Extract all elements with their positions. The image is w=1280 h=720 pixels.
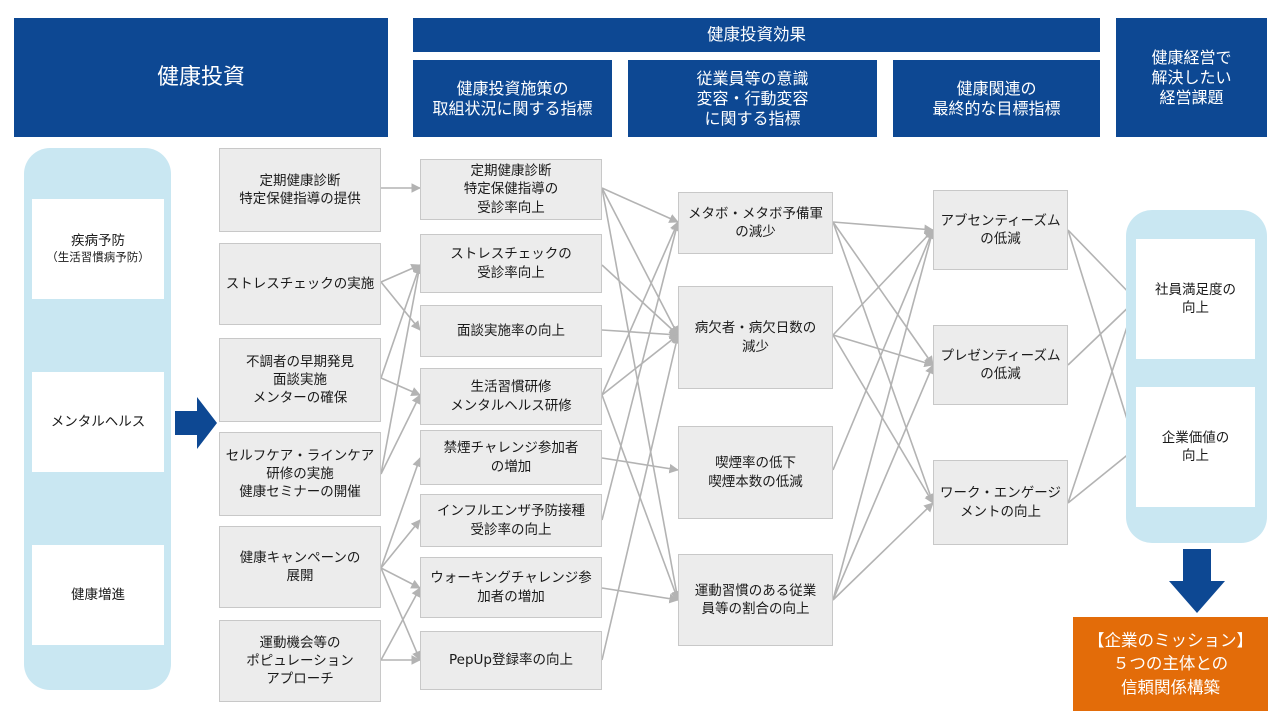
corporate-mission: 【企業のミッション】 ５つの主体との 信頼関係構築: [1073, 617, 1268, 711]
goal-work-engagement: ワーク・エンゲージ メントの向上: [933, 460, 1068, 545]
category-disease-prevention-label: 疾病予防: [71, 233, 125, 250]
behavior-smoking-reduction: 喫煙率の低下 喫煙本数の低減: [678, 426, 833, 519]
issue-employee-satisfaction: 社員満足度の 向上: [1136, 239, 1255, 359]
indicator-lifestyle-training: 生活習慣研修 メンタルヘルス研修: [420, 368, 602, 425]
connector-arrow: [601, 221, 679, 396]
indicator-walking-challenge: ウォーキングチャレンジ参 加者の増加: [420, 557, 602, 618]
connector-arrow: [832, 229, 936, 601]
connector-arrow: [601, 334, 679, 396]
issue-corporate-value: 企業価値の 向上: [1136, 387, 1255, 507]
connector-arrow: [601, 187, 682, 601]
measure-selfcare-training: セルフケア・ラインケア 研修の実施 健康セミナーの開催: [219, 432, 381, 516]
connector-arrow: [832, 502, 934, 601]
goal-presenteeism: プレゼンティーズム の低減: [933, 325, 1068, 405]
connector-arrow: [1067, 229, 1139, 449]
connector-arrow: [380, 519, 421, 569]
indicator-pepup-registration: PepUp登録率の向上: [420, 631, 602, 690]
connector-arrow: [380, 281, 421, 331]
measure-exercise-approach: 運動機会等の ポピュレーション アプローチ: [219, 620, 381, 702]
connector-arrow: [1067, 299, 1138, 504]
connector-arrow: [832, 221, 935, 504]
connector-arrow: [832, 364, 935, 601]
connector-arrow: [380, 264, 421, 283]
connector-arrow: [601, 329, 679, 340]
connector-arrow: [832, 229, 934, 336]
connector-arrow: [601, 221, 681, 521]
measure-early-detection: 不調者の早期発見 面談実施 メンターの確保: [219, 338, 381, 422]
connector-arrow: [1067, 229, 1137, 301]
connector-arrow: [380, 567, 422, 661]
header-measure-indicators: 健康投資施策の 取組状況に関する指標: [413, 60, 612, 137]
down-arrow-icon: [1169, 549, 1225, 613]
measure-stress-check: ストレスチェックの実施: [219, 243, 381, 325]
category-disease-prevention-sublabel: （生活習慣病予防）: [46, 250, 150, 265]
header-management-issues: 健康経営で 解決したい 経営課題: [1116, 18, 1267, 137]
connector-arrow: [380, 587, 421, 661]
connector-arrow: [601, 187, 679, 336]
connector-arrow: [601, 587, 679, 604]
header-behavior-indicators: 従業員等の意識 変容・行動変容 に関する指標: [628, 60, 877, 137]
connector-arrow: [832, 229, 935, 471]
connector-arrow: [1067, 447, 1137, 504]
connector-arrow: [380, 264, 424, 475]
connector-arrow: [601, 457, 679, 474]
indicator-smoking-challenge: 禁煙チャレンジ参加者 の増加: [420, 430, 602, 485]
indicator-stress-check-rate: ストレスチェックの 受診率向上: [420, 234, 602, 293]
connector-arrow: [832, 221, 934, 366]
measure-health-campaign: 健康キャンペーンの 展開: [219, 526, 381, 608]
right-arrow-icon: [175, 397, 217, 449]
connector-arrow: [380, 394, 421, 475]
goal-absenteeism: アブセンティーズム の低減: [933, 190, 1068, 270]
connector-arrow: [601, 187, 679, 223]
indicator-flu-vaccination: インフルエンザ予防接種 受診率の向上: [420, 494, 602, 547]
connector-arrow: [380, 567, 421, 589]
connector-arrow: [601, 264, 679, 336]
connector-arrow: [380, 264, 422, 379]
connector-arrow: [1067, 299, 1137, 366]
indicator-checkup-rate: 定期健康診断 特定保健指導の 受診率向上: [420, 159, 602, 220]
indicator-interview-rate: 面談実施率の向上: [420, 305, 602, 357]
header-investment-effects: 健康投資効果: [413, 18, 1100, 52]
category-health-promotion: 健康増進: [32, 545, 164, 645]
category-disease-prevention: 疾病予防 （生活習慣病予防）: [32, 199, 164, 299]
category-mental-health: メンタルヘルス: [32, 372, 164, 472]
behavior-metabolic-reduction: メタボ・メタボ予備軍 の減少: [678, 192, 833, 254]
header-health-investment: 健康投資: [14, 18, 388, 137]
connector-arrow: [832, 334, 934, 504]
measure-health-checkup: 定期健康診断 特定保健指導の提供: [219, 148, 381, 232]
connector-arrow: [380, 377, 421, 396]
header-final-goal-indicators: 健康関連の 最終的な目標指標: [893, 60, 1100, 137]
behavior-sick-leave-reduction: 病欠者・病欠日数の 減少: [678, 286, 833, 389]
behavior-exercise-habit: 運動習慣のある従業 員等の割合の向上: [678, 554, 833, 646]
connector-arrow: [601, 334, 681, 661]
connector-arrow: [380, 457, 422, 569]
connector-arrow: [832, 221, 934, 235]
